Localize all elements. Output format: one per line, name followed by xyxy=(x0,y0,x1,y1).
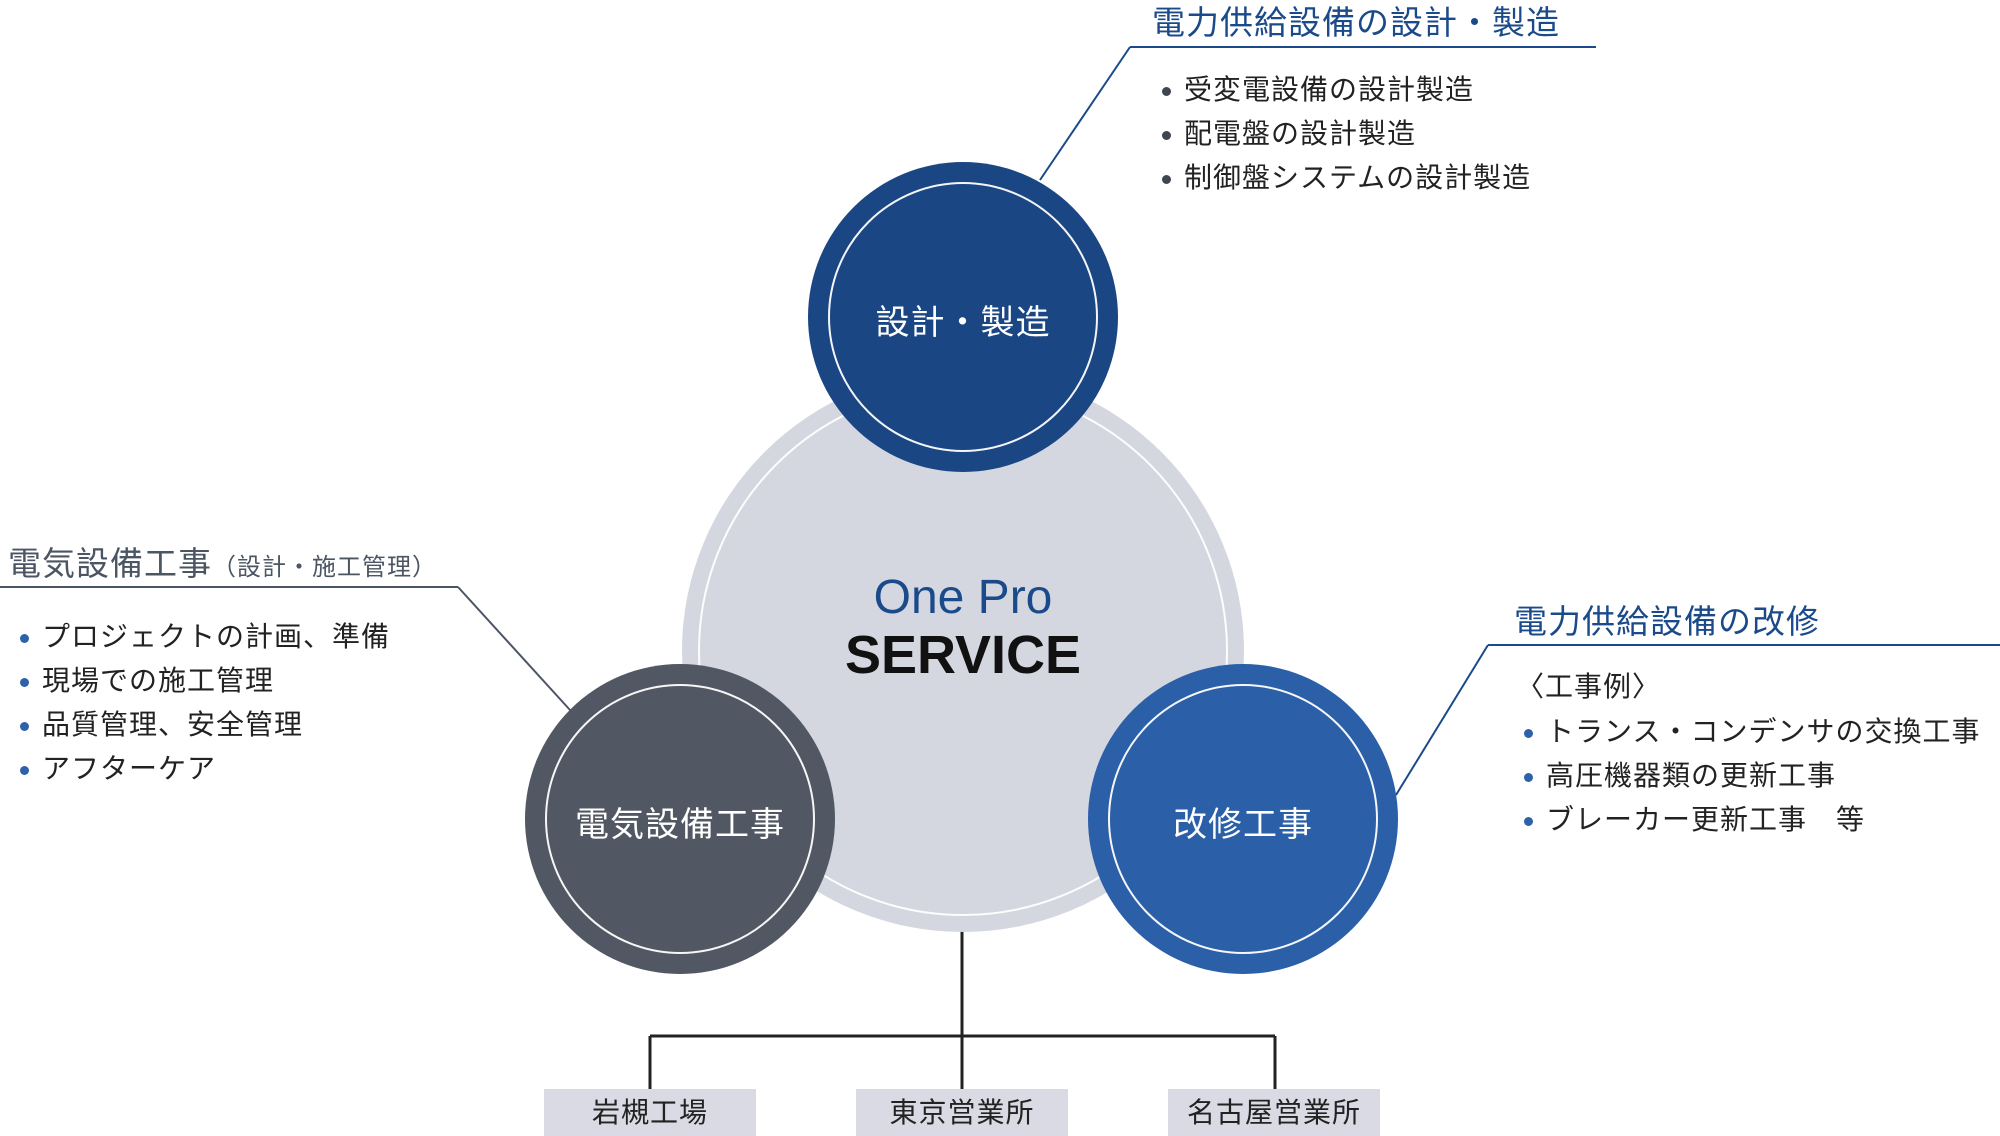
design-list: 受変電設備の設計製造 配電盤の設計製造 制御盤システムの設計製造 xyxy=(1162,68,1531,200)
list-item: ブレーカー更新工事 等 xyxy=(1524,798,1980,842)
list-item: 品質管理、安全管理 xyxy=(20,703,390,747)
renovation-circle-label: 改修工事 xyxy=(1173,805,1313,845)
office-tokyo: 東京営業所 xyxy=(856,1089,1068,1136)
design-leader-line xyxy=(1039,46,1131,181)
design-heading: 電力供給設備の設計・製造 xyxy=(1152,3,1560,42)
renovation-heading: 電力供給設備の改修 xyxy=(1514,602,1820,641)
office-nagoya: 名古屋営業所 xyxy=(1168,1089,1380,1136)
list-item: 高圧機器類の更新工事 xyxy=(1524,754,1980,798)
list-item: プロジェクトの計画、準備 xyxy=(20,615,390,659)
list-item: トランス・コンデンサの交換工事 xyxy=(1524,710,1980,754)
office-iwatsuki: 岩槻工場 xyxy=(544,1089,756,1136)
construction-heading: 電気設備工事（設計・施工管理） xyxy=(8,537,437,585)
construction-heading-sub: （設計・施工管理） xyxy=(212,553,437,581)
list-item: 現場での施工管理 xyxy=(20,659,390,703)
renovation-list: トランス・コンデンサの交換工事 高圧機器類の更新工事 ブレーカー更新工事 等 xyxy=(1524,710,1980,842)
renovation-leader-line xyxy=(1395,644,1489,796)
center-title-line1: One Pro xyxy=(873,571,1053,624)
construction-circle-label: 電気設備工事 xyxy=(575,805,785,845)
construction-list: プロジェクトの計画、準備 現場での施工管理 品質管理、安全管理 アフターケア xyxy=(20,615,390,791)
renovation-circle: 改修工事 xyxy=(1088,664,1398,974)
list-item: アフターケア xyxy=(20,747,390,791)
design-circle: 設計・製造 xyxy=(808,162,1118,472)
list-item: 制御盤システムの設計製造 xyxy=(1162,156,1531,200)
list-item: 配電盤の設計製造 xyxy=(1162,112,1531,156)
construction-heading-main: 電気設備工事 xyxy=(8,544,212,583)
construction-circle: 電気設備工事 xyxy=(525,664,835,974)
list-item: 受変電設備の設計製造 xyxy=(1162,68,1531,112)
center-title-line2: SERVICE xyxy=(844,625,1082,685)
construction-leader-line xyxy=(457,586,571,711)
design-circle-label: 設計・製造 xyxy=(875,303,1051,343)
renovation-example-label: 〈工事例〉 xyxy=(1516,670,1662,703)
